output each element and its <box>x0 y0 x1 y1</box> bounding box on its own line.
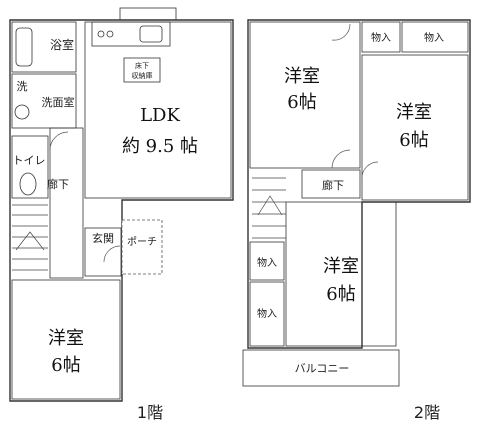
toilet-icon <box>19 172 37 196</box>
floor2-title: 2階 <box>414 403 440 422</box>
floor2-hallway <box>301 169 361 199</box>
floor1-stairs <box>12 204 48 271</box>
entrance-label: 玄関 <box>92 231 114 245</box>
room-b-size: 6帖 <box>399 130 428 151</box>
floor2-room-b <box>361 54 469 201</box>
ldk-size-label: 約 9.5 帖 <box>122 136 198 157</box>
room-a-size: 6帖 <box>287 92 316 113</box>
closet-left-lower <box>249 281 285 347</box>
closet-top-left <box>361 21 401 53</box>
floor1-western-room <box>11 279 121 400</box>
toilet-room <box>11 135 49 199</box>
closet-left-upper <box>249 241 285 281</box>
floor1-hallway <box>49 127 84 279</box>
room-a-label: 洋室 <box>284 66 320 87</box>
room-c-label: 洋室 <box>323 256 359 277</box>
stove-burner-icon <box>97 30 105 38</box>
floor1-room-label: 洋室 <box>48 328 84 349</box>
floor2-outer-wall <box>247 19 471 349</box>
ldk-top-window-bay <box>119 7 177 21</box>
entrance <box>84 227 122 277</box>
kitchen-counter <box>91 21 171 47</box>
underfloor-storage-label-2: 収納庫 <box>132 71 153 80</box>
floor1-hallway-label: 廊下 <box>47 177 69 191</box>
floor1-outer-wall <box>9 19 234 402</box>
floor-1: 浴室 洗 洗面室 トイレ 廊下 床下 収納庫 <box>9 7 234 422</box>
door-swing <box>331 23 351 41</box>
floor2-hallway-label: 廊下 <box>322 178 344 192</box>
stove-burner-icon <box>106 30 114 38</box>
floor2-room-a <box>249 21 361 169</box>
balcony <box>242 349 400 387</box>
door-swing <box>361 161 379 179</box>
balcony-label: バルコニー <box>295 362 350 375</box>
wash-mark-label: 洗 <box>17 80 28 93</box>
sink-icon <box>139 25 163 43</box>
door-swing <box>49 131 69 151</box>
closet-top-left-label: 物入 <box>371 31 391 44</box>
door-swing <box>331 149 351 169</box>
washroom <box>11 73 77 129</box>
closet-left-upper-label: 物入 <box>257 256 277 269</box>
closet-top-right-label: 物入 <box>424 31 444 44</box>
ldk-label: LDK <box>140 105 180 126</box>
toilet-label: トイレ <box>13 154 46 167</box>
room-c-size: 6帖 <box>326 284 355 305</box>
bathtub-icon <box>15 27 33 67</box>
floor1-title: 1階 <box>137 403 163 422</box>
bath-room <box>11 21 77 73</box>
floor2-stairs <box>252 177 286 239</box>
closet-top-right <box>401 21 469 53</box>
bath-label: 浴室 <box>50 37 74 52</box>
floor-2: 洋室 6帖 物入 物入 洋室 6帖 廊下 物入 物入 洋室 <box>242 19 471 422</box>
porch-label: ポーチ <box>127 236 157 248</box>
porch <box>121 219 163 275</box>
door-swing <box>103 245 121 263</box>
washbasin-icon <box>14 104 30 120</box>
room-b-label: 洋室 <box>396 102 432 123</box>
closet-left-lower-label: 物入 <box>257 307 277 320</box>
floor1-room-size: 6帖 <box>51 355 80 376</box>
underfloor-storage-box <box>123 57 161 83</box>
floor2-room-c <box>285 201 397 347</box>
washroom-label: 洗面室 <box>42 95 75 109</box>
underfloor-storage-label-1: 床下 <box>135 61 149 70</box>
